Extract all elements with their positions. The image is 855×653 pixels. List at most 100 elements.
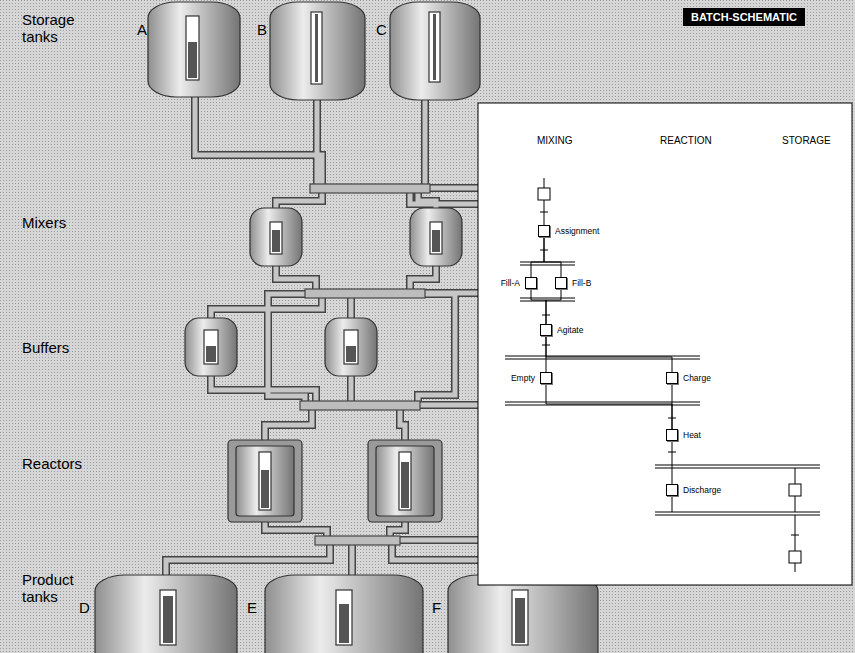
row-label: Product tanks	[22, 572, 84, 605]
schematic-part	[430, 222, 442, 254]
final-step	[789, 551, 801, 563]
sfc-step: Agitate	[540, 324, 583, 336]
row-label: Buffers	[22, 340, 69, 357]
buffer-tank	[325, 318, 377, 376]
schematic-part	[188, 42, 197, 78]
sfc-step: Fill-A	[501, 277, 537, 289]
sfc-step: Discharge	[666, 484, 721, 496]
schematic-part	[204, 330, 218, 364]
sfc-step: Charge	[666, 372, 711, 384]
sfc-panel	[478, 103, 852, 585]
schematic-part	[315, 14, 318, 82]
step-label: Charge	[683, 372, 711, 384]
row-label: Reactors	[22, 456, 82, 473]
schematic-part	[339, 604, 349, 643]
sfc-link	[672, 468, 799, 572]
sfc-connector	[531, 237, 544, 277]
initial-step	[538, 188, 550, 200]
schematic-part	[305, 289, 425, 298]
step-box	[538, 225, 550, 237]
schematic-part	[163, 596, 173, 643]
schematic-part	[512, 590, 528, 645]
step-box	[525, 277, 537, 289]
schematic-part	[261, 470, 269, 508]
reactor-jacket	[228, 440, 302, 522]
sfc-connector	[672, 441, 673, 484]
row-label: Mixers	[22, 215, 66, 232]
step-label: Agitate	[557, 324, 583, 336]
schematic-part	[270, 222, 282, 254]
reactor-vessel	[376, 446, 434, 516]
sfc-connector	[531, 289, 546, 324]
storage-tank	[390, 2, 480, 100]
sfc-connector	[672, 384, 673, 429]
sfc-connector	[546, 336, 672, 372]
row-label: Storage tanks	[22, 12, 84, 45]
step-label: Heat	[683, 429, 701, 441]
buffer-tank	[185, 318, 237, 376]
schematic-part	[310, 184, 430, 193]
parallel-bar	[520, 262, 575, 301]
schematic-part	[346, 346, 356, 362]
schematic-part	[311, 12, 322, 84]
schematic-part	[344, 330, 358, 364]
sfc-step: Fill-B	[555, 277, 591, 289]
sfc-connector	[544, 237, 561, 277]
sfc-connector	[546, 289, 561, 324]
schematic-part	[315, 536, 400, 545]
title-tag: BATCH-SCHEMATIC	[683, 8, 805, 26]
schematic-part	[160, 590, 176, 645]
step-box	[540, 372, 552, 384]
step-box	[540, 324, 552, 336]
storage-step	[789, 484, 801, 496]
schematic-part	[433, 14, 436, 80]
tank-letter: D	[79, 600, 90, 617]
sfc-connector	[546, 384, 672, 429]
tank-letter: E	[247, 600, 257, 617]
reactor-vessel	[236, 446, 294, 516]
sfc-layout	[505, 178, 820, 572]
sfc-step: Empty	[511, 372, 552, 384]
schematic-part	[272, 230, 280, 252]
step-box	[666, 372, 678, 384]
storage-tank	[270, 2, 365, 100]
column-header: STORAGE	[782, 135, 831, 146]
schematic-part	[399, 452, 411, 510]
step-label: Fill-B	[572, 277, 591, 289]
step-label: Discharge	[683, 484, 721, 496]
parallel-bar	[505, 356, 700, 405]
tank-letter: A	[137, 22, 147, 39]
product-tank	[95, 575, 237, 653]
pipe	[166, 95, 522, 575]
schematic-part	[206, 346, 216, 362]
schematic-part	[259, 452, 271, 510]
schematic-part	[429, 12, 440, 82]
step-label: Assignment	[555, 225, 599, 237]
reactor-jacket	[368, 440, 442, 522]
schematic-part	[300, 401, 420, 410]
mixer-tank	[250, 208, 302, 266]
schematic-part	[432, 230, 440, 252]
schematic-part	[186, 16, 199, 80]
tank-letter: C	[376, 22, 387, 39]
step-box	[555, 277, 567, 289]
pipe-outline	[166, 95, 522, 575]
tank-letter: F	[432, 600, 441, 617]
schematic-part	[336, 590, 352, 645]
schematic-part	[401, 462, 409, 508]
sfc-step: Heat	[666, 429, 701, 441]
step-box	[666, 429, 678, 441]
schematic-part	[515, 598, 525, 643]
storage-tank	[148, 2, 240, 97]
product-tank	[265, 575, 423, 653]
mixer-tank	[410, 208, 462, 266]
product-tank	[448, 575, 598, 653]
step-box	[666, 484, 678, 496]
column-header: MIXING	[537, 135, 573, 146]
sfc-step: Assignment	[538, 225, 599, 237]
step-label: Fill-A	[501, 277, 520, 289]
column-header: REACTION	[660, 135, 712, 146]
